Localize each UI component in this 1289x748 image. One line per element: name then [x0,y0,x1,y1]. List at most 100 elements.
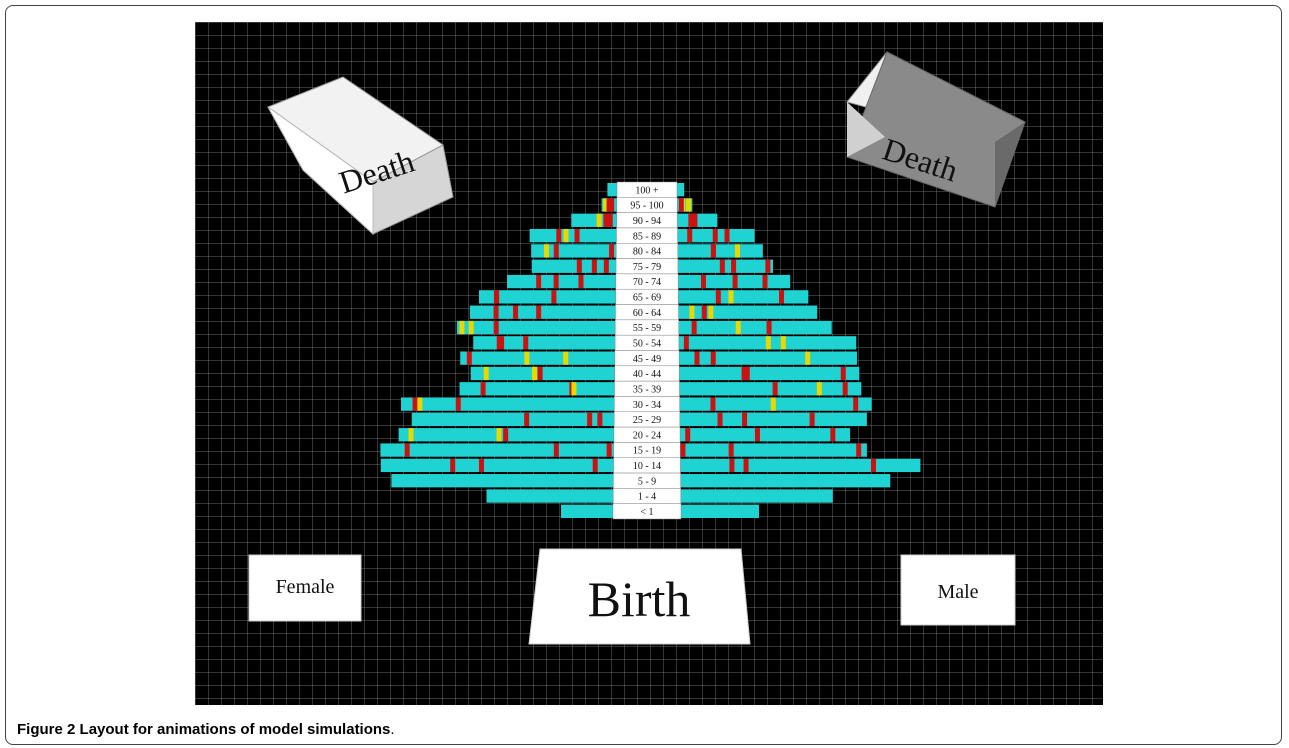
caption-label: Figure 2 [17,721,76,738]
state-marker [689,305,695,319]
state-marker [772,382,778,396]
state-marker [732,274,738,289]
age-group-label: < 1 [640,507,653,518]
state-marker [543,244,549,258]
state-marker [563,228,569,243]
male-bar [677,183,685,197]
state-marker [685,428,691,442]
state-marker [779,290,785,304]
state-marker [710,397,716,411]
state-marker [687,228,693,243]
state-marker [596,213,602,227]
age-group-label: 80 - 84 [633,247,661,258]
caption-text: Layout for animations of model simulatio… [79,721,391,738]
state-marker [809,412,815,427]
state-marker [742,412,748,427]
male-bar [680,474,891,488]
state-marker [493,320,499,335]
age-group-label: 35 - 39 [633,384,661,395]
state-marker [735,320,741,335]
state-marker [680,443,686,457]
state-marker [499,336,505,350]
state-marker [609,244,615,258]
death-box-right: Death [846,51,1026,208]
age-group-label: 30 - 34 [633,400,661,411]
age-group-box [612,503,682,520]
female-sign: Female [248,554,362,622]
male-bar [680,489,833,503]
age-group-label: 95 - 100 [630,201,663,212]
age-group-label: 1 - 4 [638,492,656,503]
state-marker [780,336,786,350]
birth-label: Birth [588,571,691,627]
state-marker [494,290,500,304]
state-marker [408,428,414,442]
state-marker [553,244,559,258]
state-marker [728,290,734,304]
female-bar [460,351,615,365]
state-marker [455,397,461,411]
state-marker [691,320,697,335]
caption-end: . [390,721,395,738]
state-marker [556,228,562,243]
state-marker [571,382,577,396]
state-marker [840,366,846,381]
state-marker [710,244,716,258]
female-bar [531,259,617,273]
state-marker [563,351,569,365]
age-group-label: 65 - 69 [633,293,661,304]
state-marker [701,305,707,319]
figure-frame [5,5,1282,745]
state-marker [513,305,519,319]
state-marker [816,382,822,396]
male-bar [679,412,867,427]
age-group-label: 50 - 54 [633,339,661,350]
birth-sign: Birth [528,548,751,645]
state-marker [412,397,418,411]
state-marker [587,412,593,427]
state-marker [551,290,557,304]
state-marker [468,320,474,335]
male-label: Male [937,581,978,603]
female-bar [479,290,616,304]
death-box-left: Death [266,76,454,236]
state-marker [805,351,811,365]
state-marker [536,274,542,289]
female-bar [470,366,615,381]
male-bar [679,382,862,396]
state-marker [744,366,750,381]
state-marker [404,443,410,457]
state-marker [683,336,689,350]
state-marker [765,336,771,350]
state-marker [578,274,584,289]
state-marker [450,458,456,473]
female-label: Female [276,576,335,598]
state-marker [856,443,862,457]
state-marker [496,428,502,442]
state-marker [606,443,612,457]
state-marker [524,351,530,365]
state-marker [478,458,484,473]
state-marker [710,351,716,365]
state-marker [700,274,706,289]
state-marker [731,259,737,273]
state-marker [536,305,542,319]
state-marker [729,458,735,473]
state-marker [724,228,730,243]
state-marker [734,244,740,258]
age-group-label: 10 - 14 [633,461,661,472]
age-group-label: 5 - 9 [638,476,656,487]
state-marker [853,397,859,411]
female-bar [380,458,614,473]
state-marker [766,320,772,335]
state-marker [694,351,700,365]
male-bar [680,458,921,473]
state-marker [830,428,836,442]
male-bar [679,351,857,365]
female-bar [380,443,614,457]
state-marker [607,213,613,227]
female-bar [486,489,614,503]
